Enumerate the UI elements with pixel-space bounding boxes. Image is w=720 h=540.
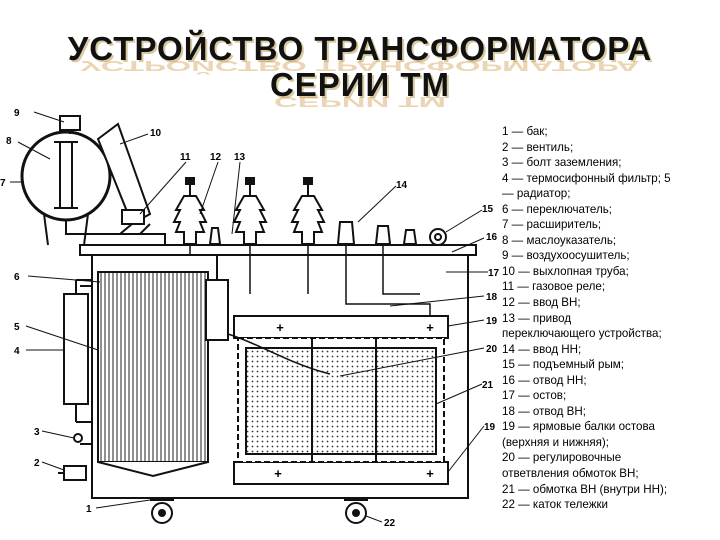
callout-19-lower: 19 bbox=[484, 422, 496, 433]
legend-item: (верхняя и нижняя); bbox=[502, 435, 610, 449]
legend-item: ответвления обмоток ВН; bbox=[502, 467, 639, 481]
callout-6: 6 bbox=[14, 272, 20, 283]
callout-14: 14 bbox=[396, 180, 408, 191]
callout-19: 19 bbox=[486, 316, 498, 327]
callout-1: 1 bbox=[86, 504, 92, 515]
legend-item: 22 — каток тележки bbox=[502, 498, 609, 512]
callout-8: 8 bbox=[6, 136, 12, 147]
leader-lines bbox=[10, 111, 488, 523]
callout-4: 4 bbox=[14, 346, 20, 357]
callout-20: 20 bbox=[486, 344, 498, 355]
legend-item: 2 — вентиль; bbox=[502, 140, 574, 154]
callout-7: 7 bbox=[0, 178, 6, 189]
callout-13: 13 bbox=[234, 152, 246, 163]
lv-bushings bbox=[208, 221, 418, 245]
legend-item: 16 — отвод НН; bbox=[502, 373, 587, 387]
legend-item: переключающего устройства; bbox=[502, 327, 662, 341]
valve bbox=[63, 465, 87, 481]
core-mark: + bbox=[274, 466, 282, 481]
legend-item: 9 — воздухоосушитель; bbox=[502, 249, 630, 263]
legend-item: 15 — подъемный рым; bbox=[502, 358, 624, 372]
core-mark: + bbox=[426, 466, 434, 481]
legend: 1 — бак; 2 — вентиль; 3 — болт заземлени… bbox=[502, 124, 718, 513]
callout-3: 3 bbox=[34, 427, 40, 438]
lv-lead bbox=[345, 244, 431, 316]
legend-item: 6 — переключатель; bbox=[502, 202, 613, 216]
core-mark: + bbox=[276, 320, 284, 335]
hv-lead bbox=[227, 333, 331, 375]
callout-15: 15 bbox=[482, 204, 494, 215]
legend-item: 11 — газовое реле; bbox=[502, 280, 606, 294]
oil-gauge bbox=[59, 141, 73, 209]
callout-2: 2 bbox=[34, 458, 40, 469]
legend-item: 12 — ввод ВН; bbox=[502, 296, 581, 310]
legend-item: 14 — ввод НН; bbox=[502, 342, 582, 356]
callout-22: 22 bbox=[384, 518, 396, 529]
legend-item: 3 — болт заземления; bbox=[502, 156, 622, 170]
legend-item: 13 — привод bbox=[502, 311, 572, 325]
callout-5: 5 bbox=[14, 322, 20, 333]
tank-cover bbox=[79, 244, 477, 256]
lower-yoke-beam bbox=[233, 461, 449, 485]
hv-bushing-1 bbox=[172, 177, 208, 245]
title-line-2: СЕРИИ ТМ bbox=[269, 66, 451, 103]
legend-item: 8 — маслоуказатель; bbox=[502, 233, 617, 247]
upper-yoke-beam bbox=[233, 315, 449, 339]
air-dryer bbox=[59, 115, 81, 131]
callout-10: 10 bbox=[150, 128, 162, 139]
legend-item: 18 — отвод ВН; bbox=[502, 404, 586, 418]
callout-18: 18 bbox=[486, 292, 498, 303]
title-line-1: УСТРОЙСТВО ТРАНСФОРМАТОРА bbox=[67, 30, 653, 67]
thermosyphon-filter bbox=[63, 293, 89, 405]
legend-item: 20 — регулировочные bbox=[502, 451, 622, 465]
callout-16: 16 bbox=[486, 232, 498, 243]
core-mark: + bbox=[426, 320, 434, 335]
radiator bbox=[97, 271, 209, 463]
gas-relay bbox=[121, 209, 145, 225]
callout-21: 21 bbox=[482, 380, 494, 391]
legend-item: 1 — бак; bbox=[502, 125, 548, 138]
legend-item: 19 — ярмовые балки остова bbox=[502, 420, 655, 434]
grounding-bolt bbox=[73, 433, 83, 443]
hv-winding bbox=[245, 347, 437, 455]
callout-11: 11 bbox=[180, 152, 191, 163]
legend-item: 4 — термосифонный фильтр; 5 bbox=[502, 171, 671, 185]
legend-item: 7 — расширитель; bbox=[502, 218, 602, 232]
callout-17: 17 bbox=[488, 268, 500, 279]
transformer-diagram: + + + + 9 8 10 11 12 13 7 14 15 16 6 17 … bbox=[0, 108, 500, 529]
legend-item: 21 — обмотка ВН (внутри НН); bbox=[502, 482, 668, 496]
callout-9: 9 bbox=[14, 108, 20, 119]
callout-12: 12 bbox=[210, 152, 222, 163]
exhaust-pipe bbox=[96, 122, 152, 226]
legend-item: — радиатор; bbox=[502, 187, 571, 201]
legend-item: 10 — выхлопная труба; bbox=[502, 264, 629, 278]
hv-bushing-2 bbox=[232, 177, 268, 245]
hv-bushing-3 bbox=[290, 177, 326, 245]
legend-item: 17 — остов; bbox=[502, 389, 567, 403]
tap-switch bbox=[205, 279, 229, 341]
